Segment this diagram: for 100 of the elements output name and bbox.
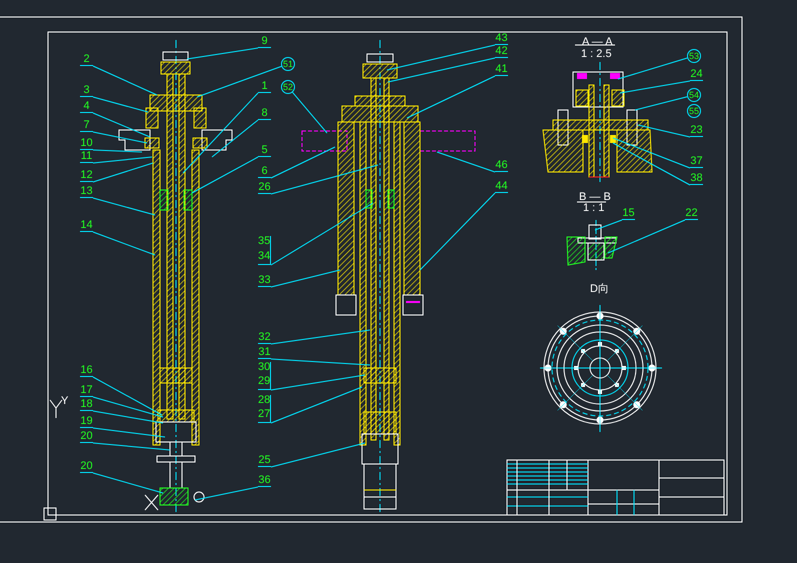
leader-line: [194, 486, 258, 500]
leader-line: [92, 66, 158, 96]
leader-line: [196, 66, 282, 98]
callout-number: 20: [80, 431, 93, 443]
leader-line: [612, 142, 690, 186]
leader-line: [436, 152, 496, 172]
leader-line: [406, 76, 496, 118]
leader-line: [270, 164, 378, 194]
leader-line: [270, 374, 366, 390]
balloon-callout: 53: [687, 49, 701, 63]
callout-number: 16: [80, 365, 93, 377]
leader-line: [92, 150, 142, 152]
leader-line: [270, 270, 340, 288]
leader-line: [612, 138, 690, 168]
leader-line: [92, 442, 170, 450]
leader-line: [92, 472, 164, 494]
callout-number: 38: [690, 173, 703, 185]
leader-line: [270, 442, 366, 468]
callout-number: 22: [685, 208, 698, 220]
callout-number: 17: [80, 385, 93, 397]
callout-number: 8: [258, 108, 271, 120]
callout-number: 46: [495, 160, 508, 172]
callout-number: 32: [258, 332, 271, 344]
detail-section-drawing: [566, 220, 618, 270]
balloon-callout: 51: [281, 57, 295, 71]
callout-number: 2: [80, 54, 93, 66]
callout-number: 11: [80, 151, 93, 163]
balloon-callout: 52: [281, 80, 295, 94]
leader-line: [270, 146, 336, 178]
callout-number: 14: [80, 220, 93, 232]
leader-line: [388, 58, 496, 82]
callout-number: 25: [258, 455, 271, 467]
leader-line: [270, 358, 370, 366]
callout-number: 15: [622, 208, 635, 220]
callout-number: 18: [80, 399, 93, 411]
callout-number: 31: [258, 347, 271, 359]
callout-number: 9: [258, 36, 271, 48]
leader-line: [292, 92, 328, 134]
callout-number: 26: [258, 182, 271, 194]
view-label: Y: [61, 396, 68, 407]
section-view-drawing: [542, 62, 653, 182]
callout-number: 3: [80, 85, 93, 97]
leader-line: [182, 92, 258, 174]
callout-number: 24: [690, 69, 703, 81]
callout-number: 4: [80, 101, 93, 113]
callout-number: 37: [690, 156, 703, 168]
leader-line: [92, 96, 148, 112]
callout-number: 30: [258, 362, 270, 375]
leader-line: [92, 396, 164, 418]
callout-number: 13: [80, 186, 93, 198]
leader-line: [270, 202, 374, 266]
leader-line: [92, 156, 152, 164]
callout-number: 35: [258, 236, 270, 249]
leader-line: [212, 120, 258, 158]
leader-line: [92, 198, 156, 216]
callout-number: 33: [258, 275, 271, 287]
leader-line: [92, 112, 150, 138]
leader-line: [270, 386, 362, 424]
callout-number: 10: [80, 138, 93, 150]
view-title: B — B: [579, 192, 611, 203]
callout-number: 44: [495, 181, 508, 193]
callout-number: 20: [80, 461, 93, 473]
callout-number: 6: [258, 166, 271, 178]
callout-number: 12: [80, 170, 93, 182]
leader-line: [92, 376, 162, 416]
callout-number: 34: [258, 251, 270, 264]
leader-line: [420, 192, 496, 270]
leader-line: [92, 428, 166, 438]
callout-number: 29: [258, 376, 270, 389]
callout-number: 27: [258, 409, 270, 422]
callout-bracket: [258, 362, 271, 390]
callout-number: 36: [258, 475, 271, 487]
leader-line: [270, 330, 370, 344]
leader-line: [92, 162, 154, 182]
balloon-callout: 54: [687, 88, 701, 102]
callout-number: 43: [495, 33, 508, 45]
leader-line: [186, 48, 258, 60]
callout-number: 23: [690, 125, 703, 137]
callout-bracket: [258, 395, 271, 423]
callout-number: 28: [258, 395, 270, 408]
leader-line: [620, 80, 690, 94]
callout-number: 5: [258, 145, 271, 157]
callout-number: 7: [80, 120, 93, 132]
leader-line: [618, 58, 688, 80]
leader-line: [92, 410, 164, 424]
callout-number: 1: [258, 81, 271, 93]
balloon-callout: 55: [687, 104, 701, 118]
callout-number: 42: [495, 46, 508, 58]
leader-line: [608, 220, 686, 254]
leader-line: [634, 96, 688, 110]
callout-bracket: [258, 236, 271, 265]
leader-line: [92, 132, 148, 144]
view-title: 1 : 2.5: [581, 49, 612, 60]
view-title: 1 : 1: [583, 203, 604, 214]
leader-line: [386, 44, 496, 70]
callout-number: 41: [495, 64, 508, 76]
callout-number: 19: [80, 416, 93, 428]
leader-line: [594, 220, 622, 230]
view-label: D向: [590, 284, 609, 295]
leader-line: [92, 232, 156, 256]
